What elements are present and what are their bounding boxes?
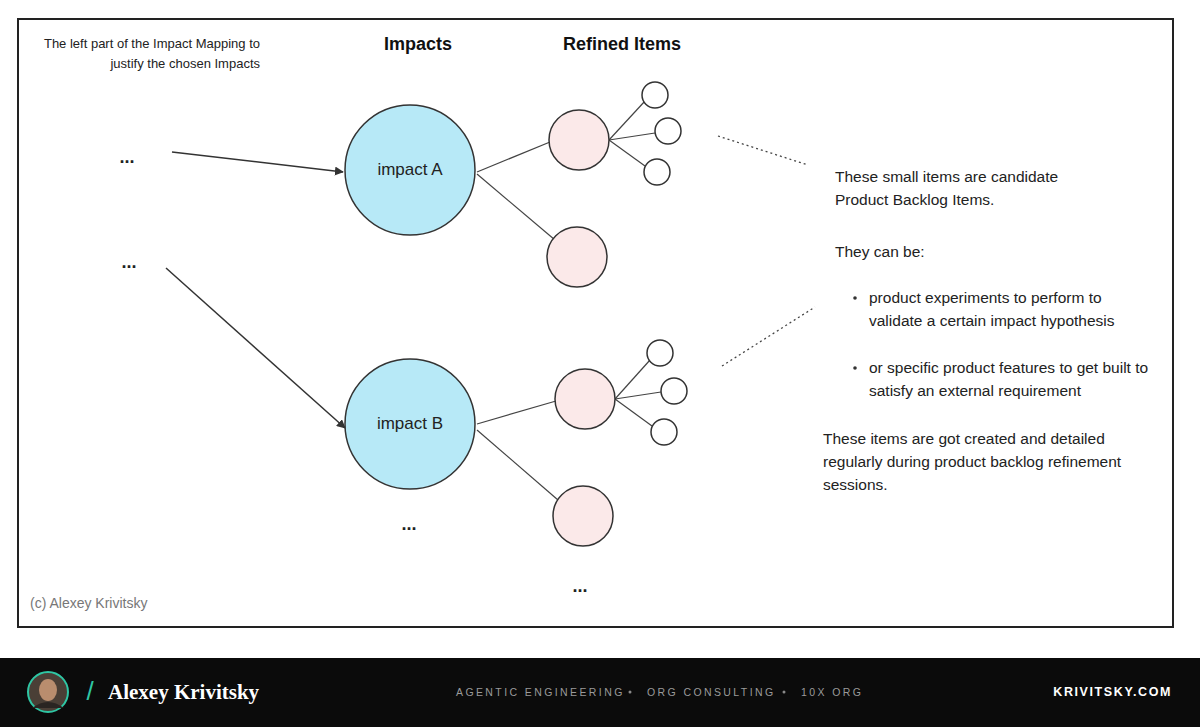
backlog-item	[644, 159, 670, 185]
avatar-shoulders	[32, 702, 64, 708]
branch-line	[615, 392, 661, 399]
impact-circle: impact A	[344, 104, 476, 236]
ellipsis: ...	[109, 251, 149, 273]
bullet-dot	[853, 296, 857, 300]
site-url: KRIVITSKY.COM	[1040, 684, 1172, 700]
footer-link: AGENTIC ENGINEERING	[456, 685, 626, 699]
impact-circle-shape	[345, 105, 475, 235]
leader-line	[718, 136, 808, 165]
footer-band	[0, 658, 1200, 727]
ellipsis: ...	[389, 513, 429, 535]
branch-line	[477, 401, 556, 424]
ellipsis: ...	[107, 146, 147, 168]
impact-circle: impact B	[344, 358, 476, 490]
branch-line	[477, 174, 555, 240]
branch-line	[609, 133, 655, 140]
footer-slash: /	[80, 676, 100, 706]
branch-line	[609, 140, 645, 166]
impact-circle-shape	[345, 359, 475, 489]
branch-line	[477, 430, 558, 500]
justify-arrow	[172, 152, 343, 172]
branch-line	[615, 360, 650, 399]
explanation-text: These items are got created and detailed…	[823, 427, 1141, 496]
explanation-text: These small items are candidate Product …	[835, 165, 1085, 211]
justify-arrow	[166, 268, 345, 428]
copyright-note: (c) Alexey Krivitsky	[30, 594, 230, 612]
backlog-item	[661, 378, 687, 404]
bullet-text: or specific product features to get buil…	[869, 356, 1169, 402]
backlog-item	[655, 118, 681, 144]
ellipsis: ...	[560, 575, 600, 597]
impact-label: impact A	[377, 160, 442, 180]
footer-separator	[629, 691, 632, 694]
branch-line	[615, 399, 652, 426]
branch-line	[477, 142, 550, 172]
backlog-item	[651, 419, 677, 445]
refined-item	[553, 486, 613, 546]
footer-link: ORG CONSULTING	[647, 685, 777, 699]
backlog-item	[647, 340, 673, 366]
avatar	[28, 672, 68, 712]
avatar-face	[39, 679, 57, 701]
column-heading: Refined Items	[542, 33, 702, 55]
footer-link: 10X ORG	[801, 685, 881, 699]
branch-line	[609, 101, 645, 140]
backlog-item	[642, 82, 668, 108]
impact-label: impact B	[377, 414, 443, 434]
author-name: Alexey Krivitsky	[108, 679, 308, 705]
page-background	[0, 0, 1200, 658]
frame-border	[18, 19, 1173, 627]
refined-item	[555, 369, 615, 429]
bullet-text: product experiments to perform to valida…	[869, 286, 1147, 332]
leader-line	[722, 307, 815, 366]
footer-separator	[783, 691, 786, 694]
refined-item	[549, 110, 609, 170]
refined-item	[547, 227, 607, 287]
column-heading: Impacts	[338, 33, 498, 55]
intro-note: The left part of the Impact Mapping to j…	[24, 34, 260, 74]
bullet-dot	[853, 366, 857, 370]
explanation-text: They can be:	[835, 240, 1085, 263]
